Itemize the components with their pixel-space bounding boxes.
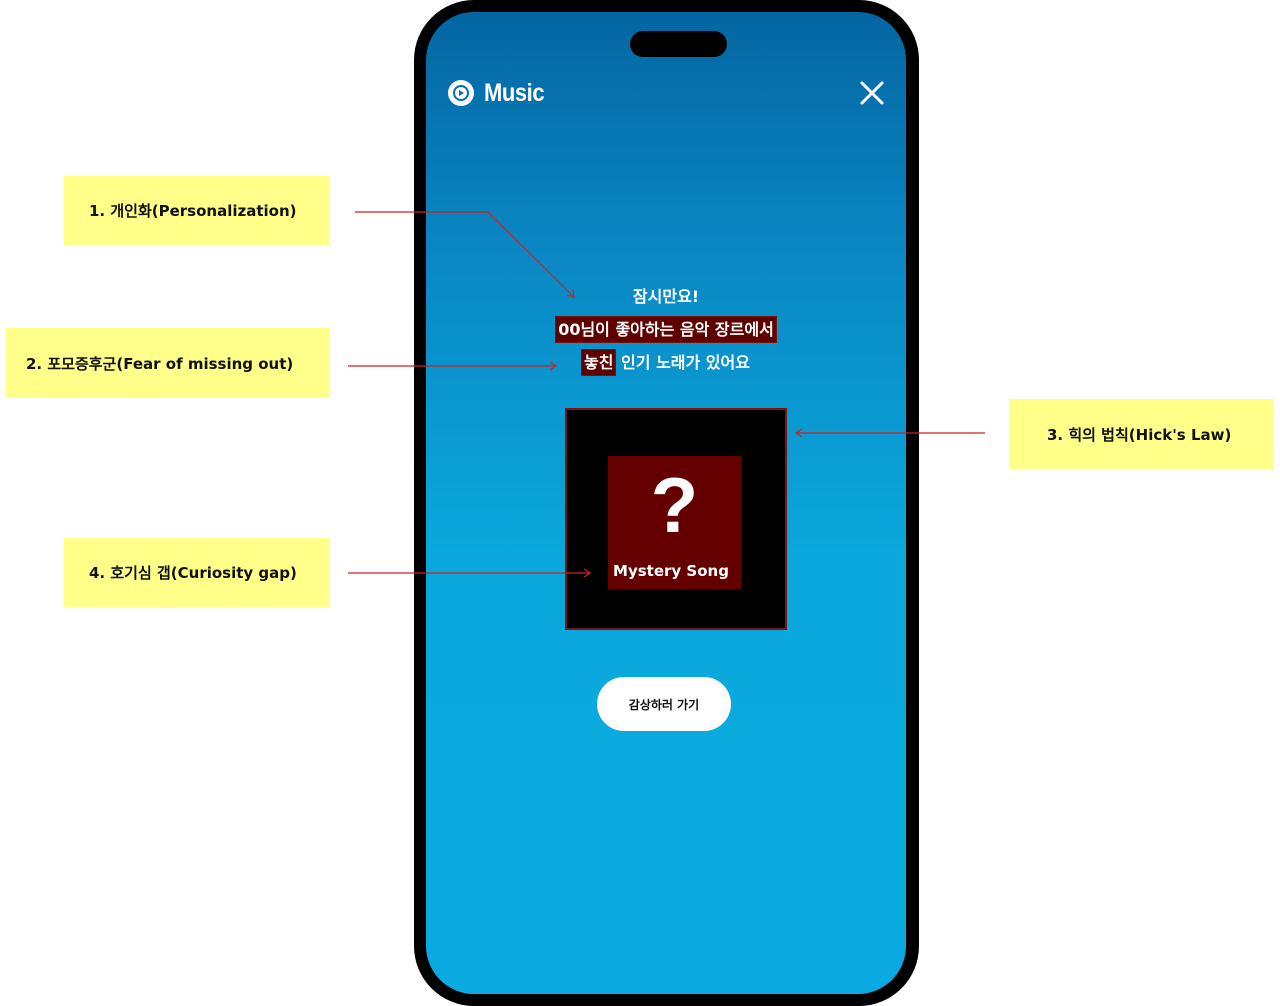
play-circle-icon	[448, 80, 474, 106]
missed-rest-text: 인기 노래가 있어요	[615, 353, 750, 372]
question-mark-icon: ?	[650, 461, 699, 549]
headline-wait: 잠시만요!	[632, 287, 700, 306]
close-button[interactable]	[858, 79, 886, 107]
arrow-personalization	[355, 211, 575, 298]
annotation-curiosity-gap: 4. 호기심 갭(Curiosity gap)	[64, 538, 330, 607]
mystery-song-label: Mystery Song	[613, 562, 729, 580]
missed-highlight: 놓친	[581, 349, 617, 376]
logo-text: Music	[484, 78, 545, 107]
mystery-song-card[interactable]: ? Mystery Song	[608, 456, 741, 589]
dynamic-island	[630, 31, 727, 57]
annotation-personalization: 1. 개인화(Personalization)	[64, 176, 330, 245]
annotation-hicks-law: 3. 힉의 법칙(Hick's Law)	[1009, 399, 1274, 469]
music-logo: Music	[448, 78, 552, 108]
annotation-fomo: 2. 포모증후군(Fear of missing out)	[6, 328, 330, 398]
close-icon	[860, 81, 884, 105]
listen-button[interactable]: 감상하러 가기	[597, 677, 731, 731]
headline-missed: 놓친 인기 노래가 있어요	[426, 349, 906, 376]
mystery-song-frame[interactable]: ? Mystery Song	[565, 408, 787, 630]
phone-frame: Music 잠시만요! 00님이 좋아하는 음악 장르에서 놓친 인기 노래가 …	[414, 0, 919, 1006]
headline-personalized: 00님이 좋아하는 음악 장르에서	[426, 316, 906, 343]
personalized-highlight: 00님이 좋아하는 음악 장르에서	[555, 316, 777, 343]
app-screen: Music 잠시만요! 00님이 좋아하는 음악 장르에서 놓친 인기 노래가 …	[426, 12, 906, 994]
